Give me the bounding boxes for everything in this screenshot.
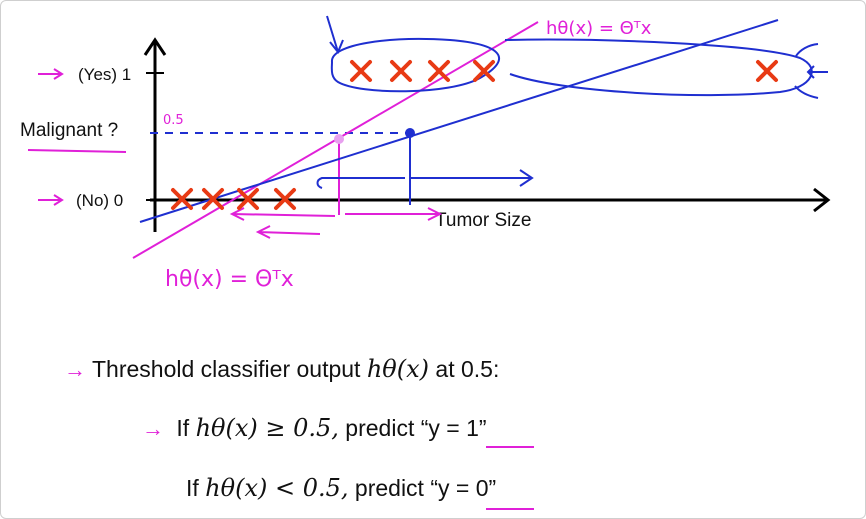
hypothesis-label-top: hθ(x) = Θᵀx xyxy=(546,18,652,39)
line2-math: hθ(x) ≥ 0.5, xyxy=(195,414,339,442)
data-point-cross xyxy=(171,188,193,210)
line2-if: If xyxy=(176,415,190,441)
line3-if: If xyxy=(186,475,199,501)
pen-arrow-line1: → xyxy=(64,357,86,382)
data-point-cross xyxy=(274,188,296,210)
x-axis-arrow xyxy=(813,187,831,213)
data-point-cross xyxy=(428,60,450,82)
pen-arrow-yes xyxy=(38,68,64,80)
pink-arrow-right xyxy=(345,207,443,221)
hypothesis-line-blue xyxy=(139,19,779,223)
underline-y0 xyxy=(486,508,534,510)
line1-math: hθ(x) xyxy=(366,355,430,383)
data-points xyxy=(171,60,778,210)
threshold-line: → Threshold classifier output hθ(x) at 0… xyxy=(64,355,499,383)
ellipse-positive-group xyxy=(330,37,501,93)
arrow-into-ellipse xyxy=(326,15,344,54)
pen-arrow-line2: → xyxy=(142,416,164,441)
rule-predict-zero: If hθ(x) < 0.5, predict “y = 0” xyxy=(186,474,496,502)
data-point-cross xyxy=(473,60,495,82)
pen-arrow-no xyxy=(38,194,64,206)
hypothesis-label-bottom: hθ(x) = Θᵀx xyxy=(165,267,294,292)
blue-arrow-right xyxy=(410,169,534,187)
pink-arrow-left-1 xyxy=(229,207,336,221)
outlier-arrows xyxy=(794,43,828,99)
y-axis-label: Malignant ? xyxy=(20,120,118,141)
line1-post: at 0.5: xyxy=(435,356,500,382)
x-axis-label: Tumor Size xyxy=(435,210,531,231)
tumor-chart: (Yes) 1 (No) 0 Malignant ? Tumor Size 0.… xyxy=(20,15,831,292)
data-point-cross xyxy=(237,188,259,210)
data-point-cross xyxy=(350,60,372,82)
underline-y1 xyxy=(486,446,534,448)
blue-arrow-left xyxy=(316,177,405,189)
half-annotation: 0.5 xyxy=(163,113,184,128)
line3-predict: predict “y = 0” xyxy=(354,475,497,501)
pink-arrow-left-2 xyxy=(255,225,321,239)
line1-pre: Threshold classifier output xyxy=(91,356,361,382)
pen-underline-malignant xyxy=(27,149,127,153)
rule-predict-one: → If hθ(x) ≥ 0.5, predict “y = 1” xyxy=(142,414,487,442)
y-tick-label-no: (No) 0 xyxy=(76,191,123,210)
line3-math: hθ(x) < 0.5, xyxy=(205,474,349,502)
threshold-point-pink xyxy=(334,134,344,144)
y-axis-arrow xyxy=(143,37,167,56)
data-point-cross xyxy=(756,60,778,82)
data-point-cross xyxy=(202,188,224,210)
line2-predict: predict “y = 1” xyxy=(345,415,487,441)
data-point-cross xyxy=(390,60,412,82)
y-tick-label-yes: (Yes) 1 xyxy=(78,65,131,84)
